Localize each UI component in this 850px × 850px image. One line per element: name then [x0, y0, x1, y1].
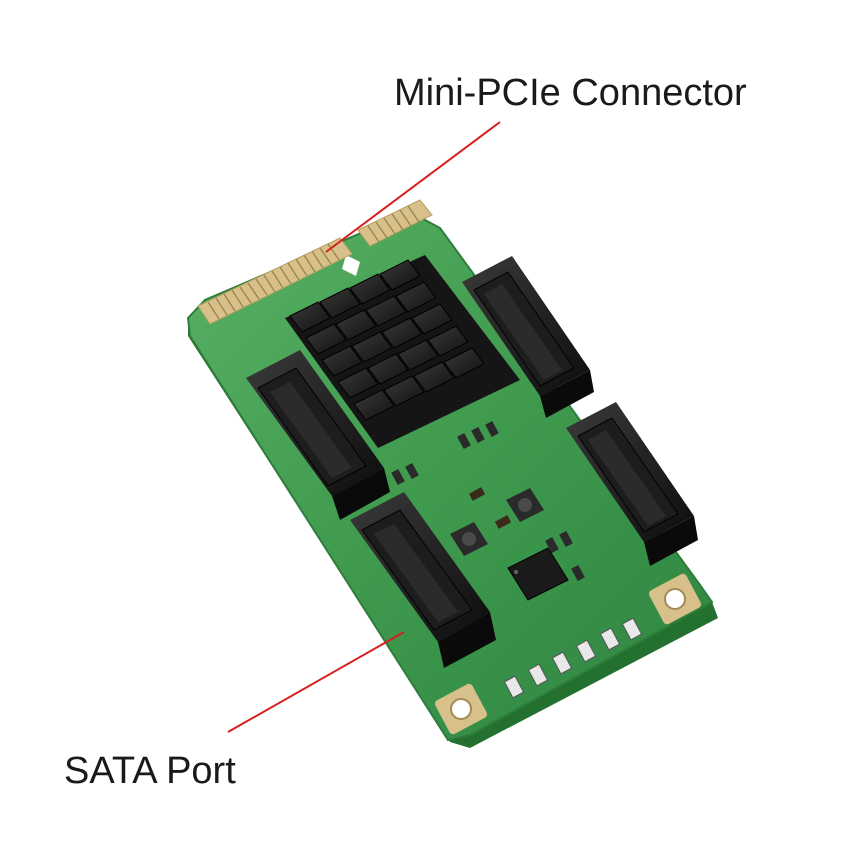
mounting-hole	[434, 683, 488, 735]
sata-port	[246, 350, 390, 520]
heatsink	[285, 255, 520, 448]
sata-port-label: SATA Port	[64, 750, 236, 792]
port-callout-line	[227, 631, 405, 733]
sata-port	[462, 256, 594, 418]
mini-pcie-gold-fingers	[197, 199, 433, 325]
sata-port	[566, 402, 698, 566]
mounting-hole	[648, 573, 702, 625]
mini-pcie-connector-label: Mini-PCIe Connector	[394, 72, 747, 114]
passive-components	[391, 420, 585, 582]
controller-chip	[507, 547, 569, 601]
sata-port	[350, 492, 496, 668]
connector-callout-line	[325, 121, 501, 253]
inductor	[450, 488, 544, 556]
led-row	[503, 617, 643, 699]
